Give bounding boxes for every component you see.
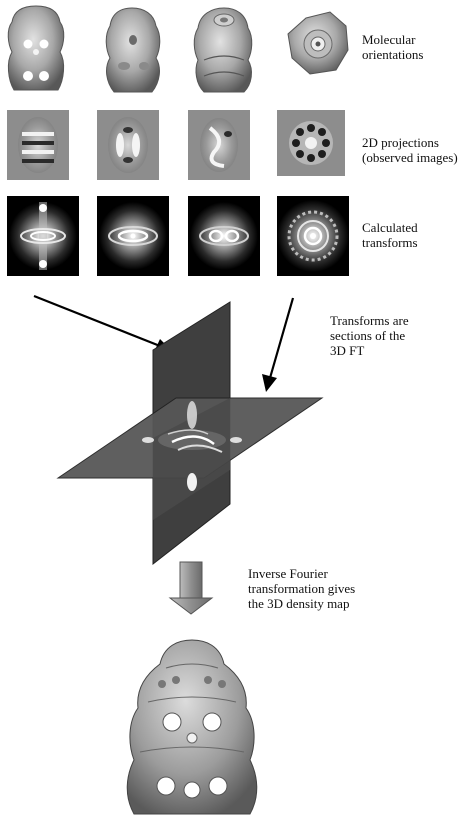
label-calculated-transforms-line2: transforms <box>362 235 418 250</box>
transform-image-1 <box>7 196 79 276</box>
arrow-to-ft-right <box>262 297 295 392</box>
molecule-tilted-view <box>193 7 253 93</box>
label-2d-projections-line1: 2D projections <box>362 135 439 150</box>
label-inverse-fourier: Inverse Fourier transformation gives the… <box>248 566 355 611</box>
transform-image-4 <box>277 196 349 276</box>
density-map-3d <box>126 639 258 815</box>
label-sections-line1: Transforms are <box>330 313 409 328</box>
transforms-row <box>7 196 349 276</box>
label-molecular-orientations-line1: Molecular <box>362 32 416 47</box>
projection-image-3 <box>188 110 250 180</box>
label-calculated-transforms-line1: Calculated <box>362 220 418 235</box>
label-inverse-line2: transformation gives <box>248 581 356 596</box>
label-sections-of-3d-ft: Transforms are sections of the 3D FT <box>330 313 409 358</box>
projection-image-2 <box>97 110 159 180</box>
label-inverse-line3: the 3D density map <box>248 596 350 611</box>
down-arrow <box>168 561 214 615</box>
label-sections-line3: 3D FT <box>330 343 365 358</box>
transform-image-2 <box>97 196 169 276</box>
molecule-end-on-view <box>287 11 349 75</box>
projections-row <box>7 110 345 180</box>
projection-image-1 <box>7 110 69 180</box>
label-molecular-orientations: Molecular orientations <box>362 32 423 62</box>
molecule-side-view-2 <box>105 7 161 93</box>
label-sections-line2: sections of the <box>330 328 406 343</box>
label-calculated-transforms: Calculated transforms <box>362 220 418 250</box>
molecule-side-view-1 <box>7 5 65 91</box>
molecular-orientations-row <box>7 5 349 93</box>
label-2d-projections: 2D projections (observed images) <box>362 135 458 165</box>
label-molecular-orientations-line2: orientations <box>362 47 424 62</box>
fourier-transform-planes <box>56 301 324 566</box>
label-2d-projections-line2: (observed images) <box>362 150 458 165</box>
label-inverse-line1: Inverse Fourier <box>248 566 328 581</box>
projection-image-4 <box>277 110 345 176</box>
transform-image-3 <box>188 196 260 276</box>
ft-central-pattern <box>142 401 242 491</box>
arrow-to-ft-left <box>33 294 172 352</box>
